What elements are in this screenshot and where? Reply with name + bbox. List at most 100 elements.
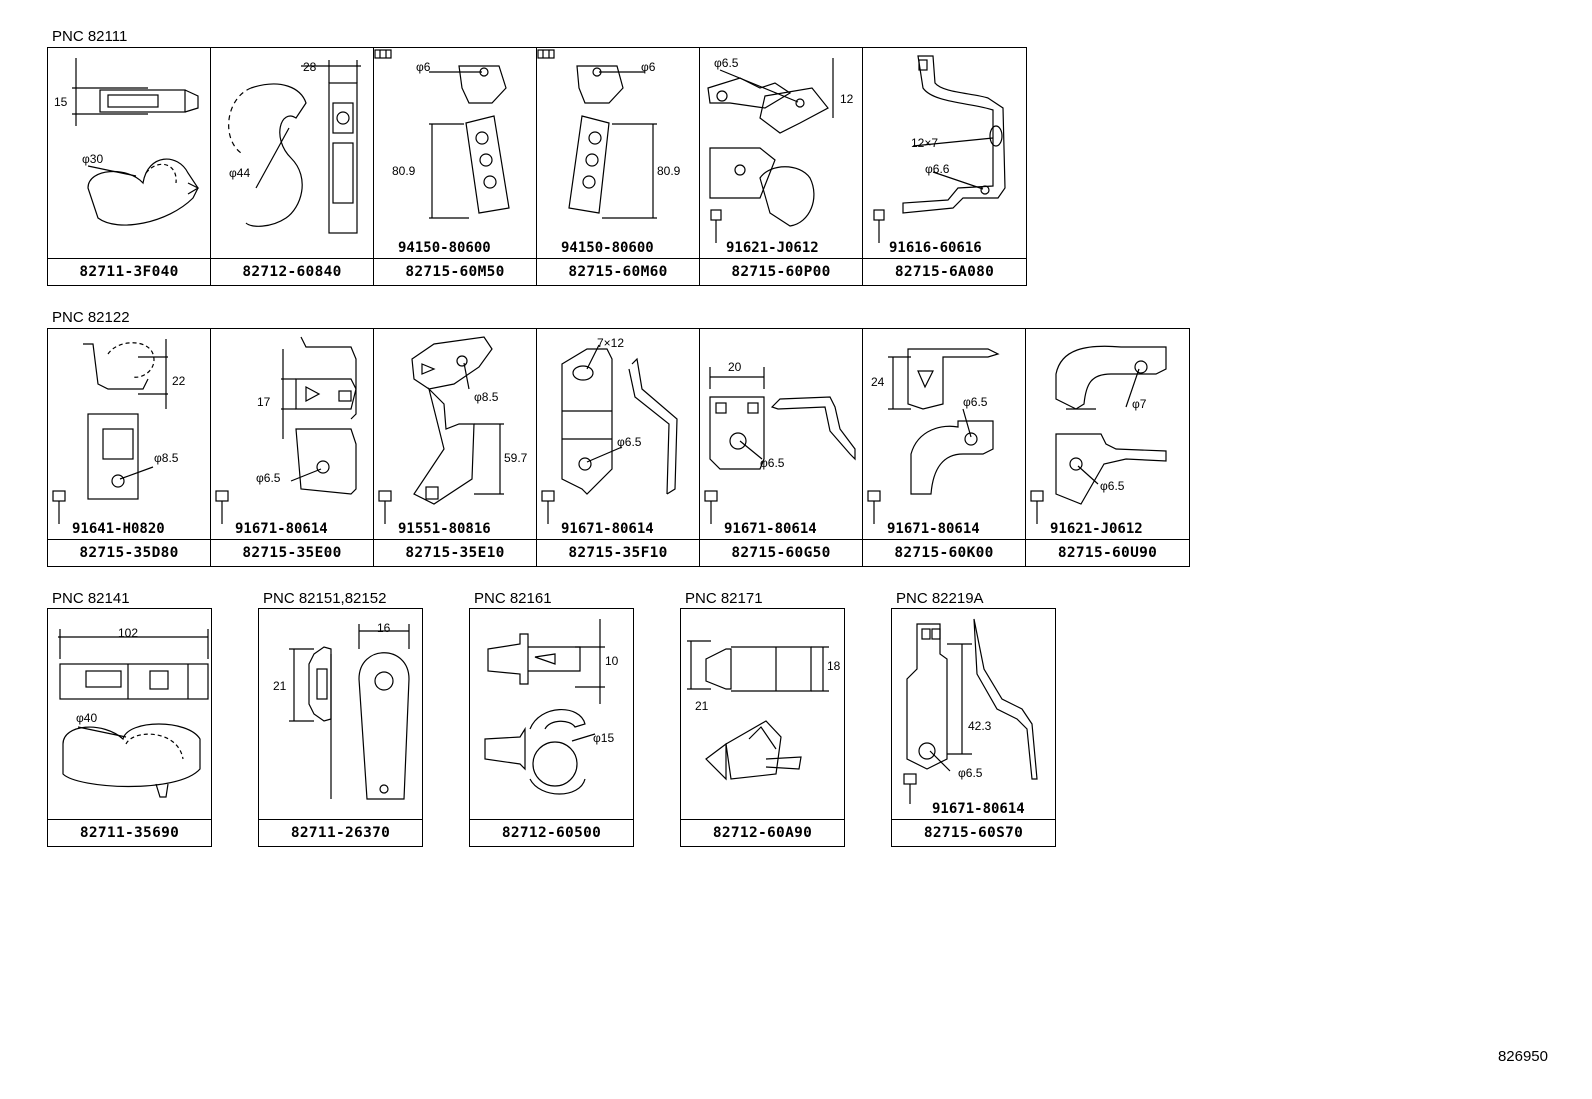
- part-cell[interactable]: 24 φ6.5 91671-80614 82715-60K00: [863, 329, 1026, 566]
- group-title-82151: PNC 82151,82152: [263, 590, 387, 607]
- part-drawing: 18 21: [681, 609, 844, 820]
- group-title-82161: PNC 82161: [474, 590, 552, 607]
- bolt-part-number[interactable]: 91621-J0612: [1050, 521, 1143, 537]
- part-cell[interactable]: 22 φ8.5 91641-H0820 82715-35D80: [48, 329, 211, 566]
- part-cell[interactable]: φ6.5 12 91621-J0612 82715-60P00: [700, 48, 863, 285]
- part-number[interactable]: 82715-60P00: [731, 264, 831, 280]
- part-number[interactable]: 82712-60A90: [712, 825, 813, 841]
- group-title-82219a: PNC 82219A: [896, 590, 984, 607]
- dimension-label: 59.7: [504, 451, 528, 465]
- dimension-label: 21: [695, 699, 709, 713]
- part-drawing: 7×12 φ6.5 91671-80614: [537, 329, 699, 540]
- part-cell[interactable]: φ7 φ6.5 91621-J0612 82715-60U90: [1026, 329, 1189, 566]
- bolt-part-number[interactable]: 91671-80614: [887, 521, 980, 537]
- part-cell[interactable]: φ8.5 59.7 91551-80816 82715-35E10: [374, 329, 537, 566]
- part-box-82151[interactable]: 16 21 82711-26370: [258, 608, 423, 847]
- part-drawing: 15 φ30: [48, 48, 210, 259]
- part-box-82141[interactable]: 102 φ40 82711-35690: [47, 608, 212, 847]
- parts-row-82122: 22 φ8.5 91641-H0820 82715-35D80 17 φ6.5: [47, 328, 1190, 567]
- bolt-part-number[interactable]: 91616-60616: [889, 240, 982, 256]
- bolt-part-number[interactable]: 91641-H0820: [72, 521, 165, 537]
- dimension-label: 42.3: [968, 719, 992, 733]
- dimension-label: φ6: [641, 60, 656, 74]
- dimension-label: φ6: [416, 60, 431, 74]
- part-number[interactable]: 82715-60M60: [568, 264, 668, 280]
- bolt-icon: [537, 49, 555, 59]
- dimension-label: φ6.5: [963, 395, 988, 409]
- group-title-82141: PNC 82141: [52, 590, 130, 607]
- part-number[interactable]: 82715-60U90: [1057, 545, 1158, 561]
- dimension-label: 28: [303, 60, 317, 74]
- part-drawing: 12×7 φ6.6 91616-60616: [863, 48, 1026, 259]
- part-number[interactable]: 82712-60500: [501, 825, 602, 841]
- dimension-label: φ30: [82, 152, 104, 166]
- part-drawing: 22 φ8.5 91641-H0820: [48, 329, 210, 540]
- bolt-part-number[interactable]: 91671-80614: [932, 801, 1025, 817]
- part-number[interactable]: 82715-60G50: [731, 545, 831, 561]
- bolt-part-number[interactable]: 91551-80816: [398, 521, 491, 537]
- part-cell[interactable]: 7×12 φ6.5 91671-80614 82715-35F10: [537, 329, 700, 566]
- part-number[interactable]: 82715-60M50: [405, 264, 505, 280]
- part-drawing: 20 φ6.5 91671-80614: [700, 329, 862, 540]
- dimension-label: φ8.5: [474, 390, 499, 404]
- part-number[interactable]: 82711-35690: [79, 825, 180, 841]
- dimension-label: φ6.5: [617, 435, 642, 449]
- part-cell[interactable]: φ6 80.9 94150-80600 82715-60M60: [537, 48, 700, 285]
- dimension-label: 10: [605, 654, 619, 668]
- dimension-label: φ6.6: [925, 162, 950, 176]
- part-drawing: 102 φ40: [48, 609, 211, 820]
- part-number[interactable]: 82715-60S70: [923, 825, 1024, 841]
- dimension-label: φ8.5: [154, 451, 179, 465]
- part-cell[interactable]: 20 φ6.5 91671-80614 82715-60G50: [700, 329, 863, 566]
- dimension-label: φ44: [229, 166, 251, 180]
- bolt-part-number[interactable]: 91671-80614: [235, 521, 328, 537]
- part-cell[interactable]: 12×7 φ6.6 91616-60616 82715-6A080: [863, 48, 1026, 285]
- part-number[interactable]: 82715-35E10: [405, 545, 505, 561]
- part-number[interactable]: 82715-35E00: [242, 545, 342, 561]
- part-number[interactable]: 82715-35D80: [79, 545, 179, 561]
- dimension-label: φ40: [76, 711, 98, 725]
- bolt-part-number[interactable]: 94150-80600: [398, 240, 491, 256]
- dimension-label: 24: [871, 375, 885, 389]
- part-number[interactable]: 82711-3F040: [79, 264, 179, 280]
- dimension-label: 102: [118, 626, 139, 640]
- drawing-reference-number: 826950: [1497, 1048, 1548, 1065]
- part-number[interactable]: 82712-60840: [242, 264, 342, 280]
- dimension-label: φ7: [1132, 397, 1147, 411]
- parts-row-82111: 15 φ30 82711-3F040 28 φ44 82712-60840: [47, 47, 1027, 286]
- part-box-82219a[interactable]: 42.3 φ6.5 91671-80614 82715-60S70: [891, 608, 1056, 847]
- dimension-label: 21: [273, 679, 287, 693]
- part-number[interactable]: 82711-26370: [290, 825, 391, 841]
- part-drawing: 24 φ6.5 91671-80614: [863, 329, 1025, 540]
- part-drawing: φ6 80.9 94150-80600: [537, 48, 699, 259]
- part-cell[interactable]: 17 φ6.5 91671-80614 82715-35E00: [211, 329, 374, 566]
- dimension-label: φ6.5: [958, 766, 983, 780]
- dimension-label: 22: [172, 374, 186, 388]
- part-drawing: 17 φ6.5 91671-80614: [211, 329, 373, 540]
- dimension-label: φ15: [593, 731, 615, 745]
- part-drawing: φ7 φ6.5 91621-J0612: [1026, 329, 1189, 540]
- part-box-82171[interactable]: 18 21 82712-60A90: [680, 608, 845, 847]
- dimension-label: 12×7: [911, 136, 939, 150]
- part-drawing: 28 φ44: [211, 48, 373, 259]
- bolt-part-number[interactable]: 91671-80614: [724, 521, 817, 537]
- dimension-label: 12: [840, 92, 854, 106]
- part-cell[interactable]: φ6 80.9 94150-80600 82715-60M50: [374, 48, 537, 285]
- dimension-label: 16: [377, 621, 391, 635]
- bolt-part-number[interactable]: 91671-80614: [561, 521, 654, 537]
- dimension-label: 80.9: [657, 164, 681, 178]
- part-box-82161[interactable]: 10 φ15 82712-60500: [469, 608, 634, 847]
- part-number[interactable]: 82715-35F10: [568, 545, 668, 561]
- part-cell[interactable]: 15 φ30 82711-3F040: [48, 48, 211, 285]
- dimension-label: φ6.5: [714, 56, 739, 70]
- part-cell[interactable]: 28 φ44 82712-60840: [211, 48, 374, 285]
- dimension-label: φ6.5: [1100, 479, 1125, 493]
- part-drawing: φ6.5 12 91621-J0612: [700, 48, 862, 259]
- bolt-part-number[interactable]: 91621-J0612: [726, 240, 819, 256]
- part-number[interactable]: 82715-6A080: [894, 264, 995, 280]
- part-number[interactable]: 82715-60K00: [894, 545, 994, 561]
- part-drawing: φ8.5 59.7 91551-80816: [374, 329, 536, 540]
- dimension-label: 7×12: [597, 336, 625, 350]
- dimension-label: 80.9: [392, 164, 416, 178]
- bolt-part-number[interactable]: 94150-80600: [561, 240, 654, 256]
